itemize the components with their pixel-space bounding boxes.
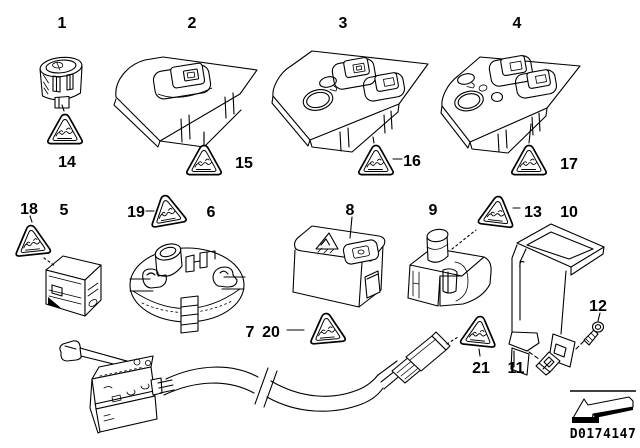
warning-triangle-icon — [510, 144, 548, 176]
part2-window-switch-single-drawing — [113, 56, 258, 148]
part9-plunger-switch-drawing — [407, 228, 492, 307]
warning-triangle-icon — [46, 113, 84, 145]
callout-label-3: 3 — [339, 15, 348, 32]
callout-label-18: 18 — [20, 201, 38, 218]
callout-label-8: 8 — [346, 202, 355, 219]
warning-triangle-icon — [357, 144, 395, 176]
callout-label-6: 6 — [207, 204, 216, 221]
warning-triangle-icon — [12, 222, 52, 258]
callout-label-16: 16 — [403, 153, 421, 170]
callout-label-11: 11 — [508, 360, 525, 377]
callout-label-20: 20 — [262, 324, 280, 341]
part5-small-switch-drawing — [45, 255, 102, 317]
warning-triangle-icon — [146, 191, 188, 229]
part8-hazard-switch-drawing — [292, 225, 386, 308]
diagram-footer: D0174147 — [570, 390, 637, 442]
document-id: D0174147 — [570, 427, 637, 442]
callout-label-14: 14 — [58, 154, 76, 171]
callout-label-13: 13 — [524, 204, 542, 221]
warning-triangle-icon — [185, 144, 223, 176]
back-arrow-icon — [572, 396, 634, 423]
callout-label-7: 7 — [246, 324, 255, 341]
callout-label-17: 17 — [560, 156, 578, 173]
warning-triangle-icon — [459, 313, 499, 349]
callout-label-12: 12 — [589, 298, 607, 315]
part11-clip-drawing — [535, 351, 561, 376]
part1-round-switch-drawing — [39, 56, 83, 109]
part4-window-switch-double-drawing — [440, 55, 581, 154]
part7-microswitch-cable-drawing — [59, 331, 451, 434]
part6-switch-base-ring-drawing — [129, 243, 246, 334]
callout-label-1: 1 — [58, 15, 67, 32]
callout-label-2: 2 — [188, 15, 197, 32]
callout-label-9: 9 — [429, 202, 438, 219]
warning-triangle-icon — [477, 193, 517, 229]
leader-lines — [29, 104, 601, 360]
callout-label-19: 19 — [127, 204, 145, 221]
part3-window-switch-double-drawing — [271, 50, 429, 153]
callout-label-4: 4 — [513, 15, 522, 32]
callout-label-5: 5 — [60, 202, 69, 219]
callout-label-10: 10 — [560, 204, 578, 221]
part12-screw-drawing — [583, 321, 605, 346]
callout-label-21: 21 — [472, 360, 490, 377]
warning-triangle-icon — [307, 311, 347, 345]
callout-label-15: 15 — [235, 155, 253, 172]
